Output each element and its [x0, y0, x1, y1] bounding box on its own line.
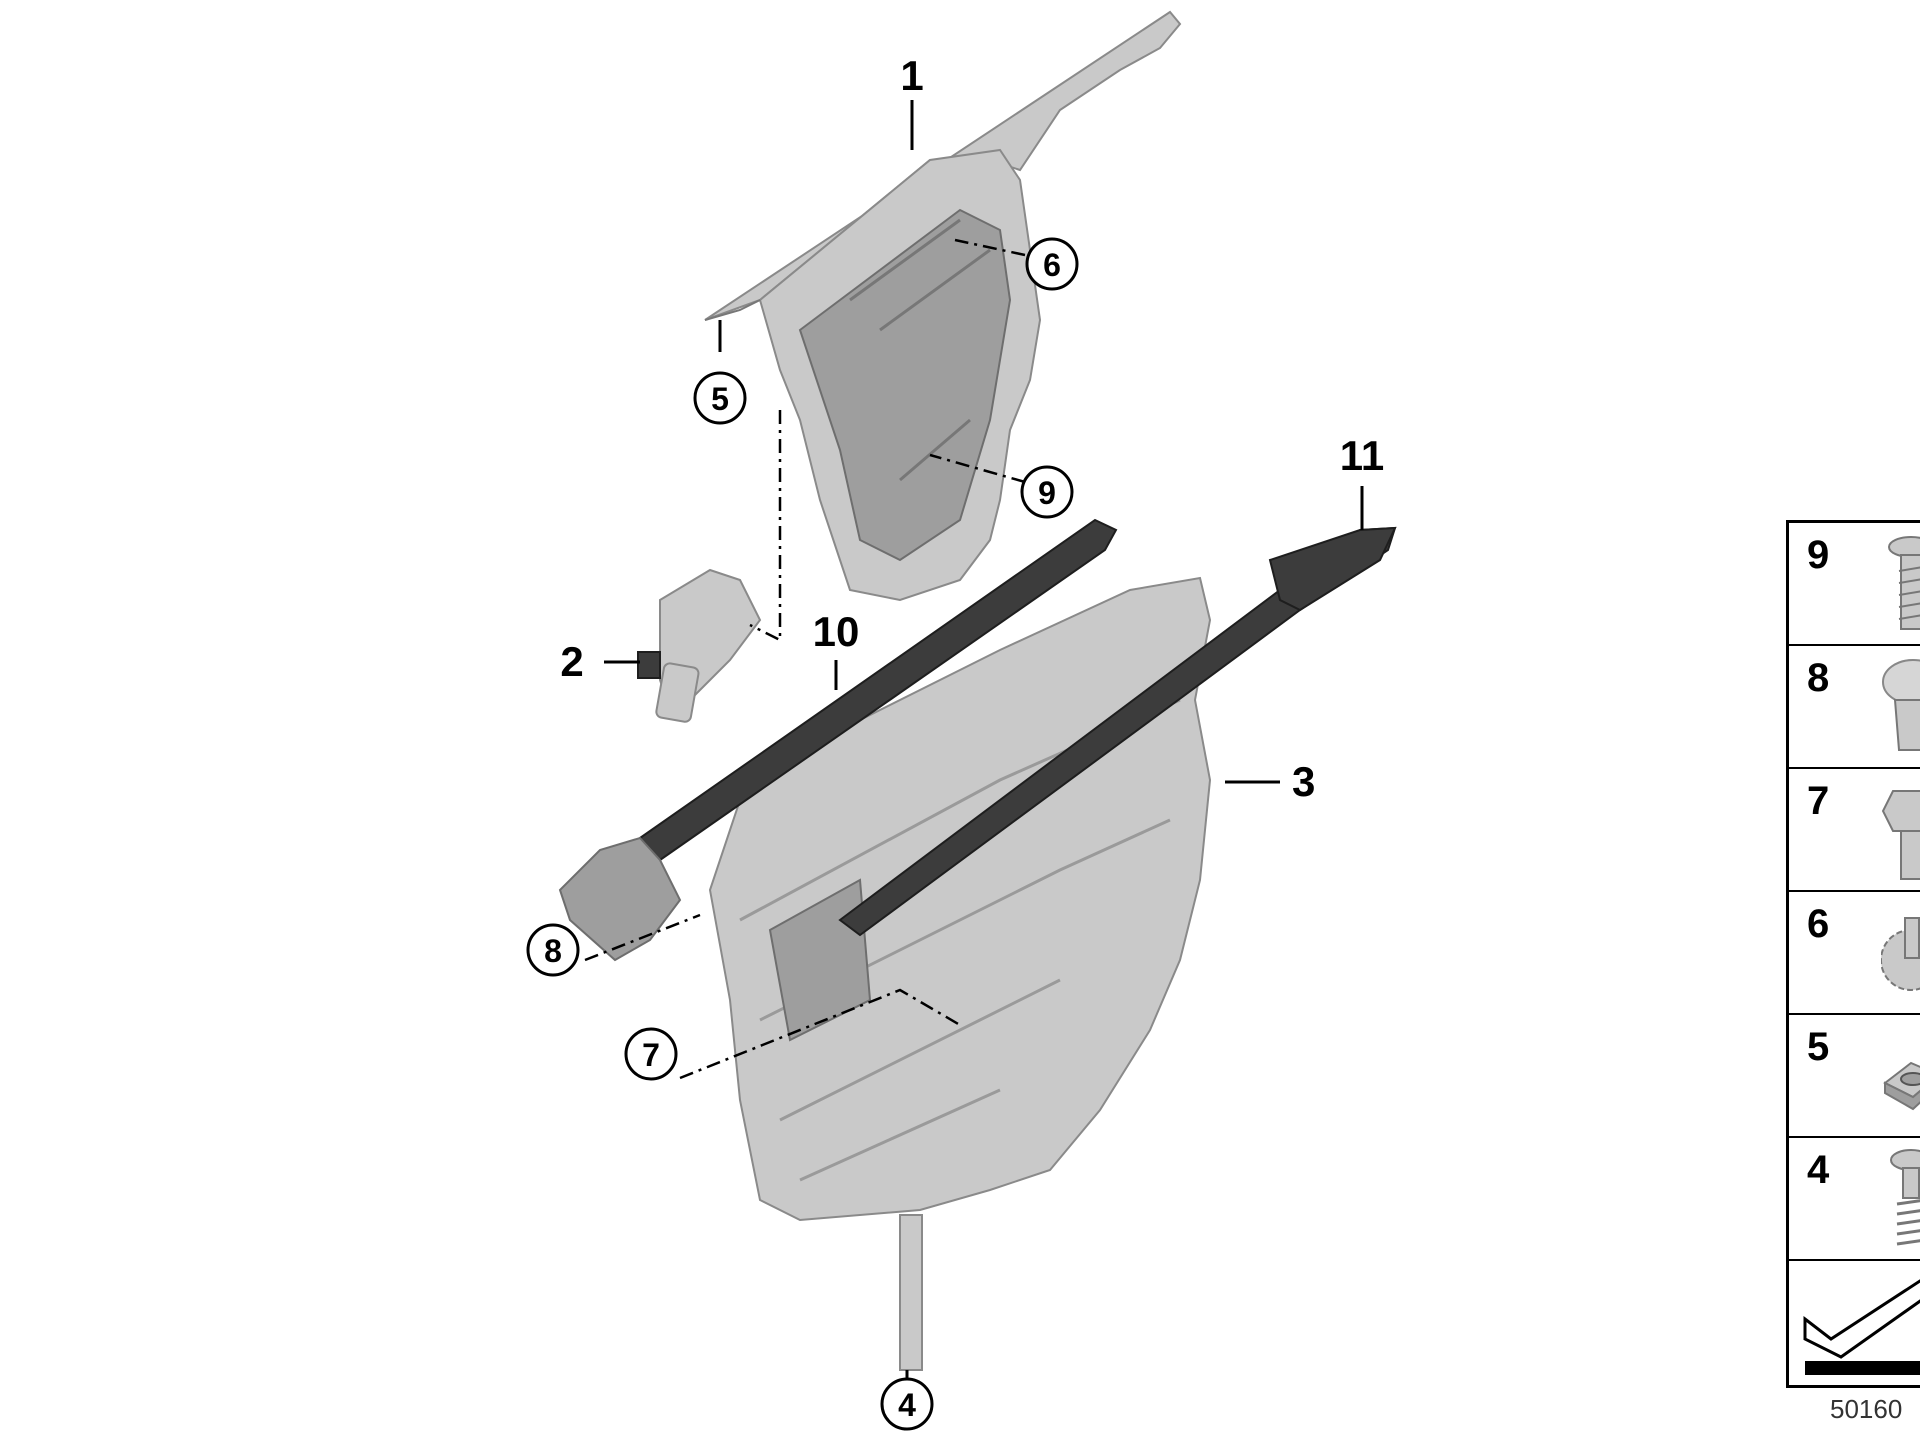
callout-4-circle: 4	[880, 1377, 934, 1431]
legend-row: 7	[1789, 769, 1920, 892]
window-regulator-carrier	[704, 10, 1182, 602]
door-inner-panel	[708, 576, 1212, 1222]
callout-5-circle: 5	[693, 371, 747, 425]
clip-nut-icon	[1883, 1061, 1920, 1111]
callout-4: 4	[898, 1387, 916, 1423]
callout-7: 7	[642, 1037, 660, 1073]
callout-6: 6	[1043, 247, 1061, 283]
legend-number: 8	[1807, 656, 1830, 700]
screw-icon	[1888, 536, 1920, 630]
legend-number: 6	[1807, 902, 1830, 946]
callout-2: 2	[560, 638, 583, 685]
callout-9-circle: 9	[1020, 465, 1074, 519]
diagram-id: 50160	[1830, 1394, 1903, 1424]
window-seal-strip	[558, 518, 1118, 962]
callout-10: 10	[813, 608, 860, 655]
callout-6-circle: 6	[1025, 237, 1079, 291]
outer-window-seal	[838, 526, 1397, 937]
legend-row: 4	[1789, 1138, 1920, 1261]
arrow-direction-icon	[1803, 1279, 1920, 1375]
callout-8-circle: 8	[526, 923, 580, 977]
callout-7-circle: 7	[624, 1027, 678, 1081]
legend-row: 5	[1789, 1015, 1920, 1138]
hex-bolt-icon	[1881, 790, 1920, 880]
legend-number: 5	[1807, 1025, 1830, 1069]
legend-row: 9	[1789, 523, 1920, 646]
callout-8: 8	[544, 933, 562, 969]
legend-row: 8	[1789, 646, 1920, 769]
fastener-legend: 9 8 7 6 5 4	[1786, 520, 1920, 1388]
spring-rivet-icon	[1890, 1149, 1920, 1246]
legend-number: 7	[1807, 779, 1830, 823]
expanding-rivet-icon	[1882, 659, 1920, 751]
legend-number: 9	[1807, 533, 1830, 577]
legend-row: 6	[1789, 892, 1920, 1015]
callout-9: 9	[1038, 475, 1056, 511]
callout-11: 11	[1340, 432, 1384, 479]
callout-5: 5	[711, 381, 729, 417]
window-motor	[637, 568, 762, 723]
legend-number: 4	[1807, 1148, 1830, 1192]
legend-row	[1789, 1261, 1920, 1384]
toothed-lock-washer-icon	[1881, 917, 1920, 991]
stud-bolt	[899, 1214, 923, 1371]
callout-3: 3	[1292, 758, 1315, 805]
callout-1: 1	[900, 52, 923, 99]
